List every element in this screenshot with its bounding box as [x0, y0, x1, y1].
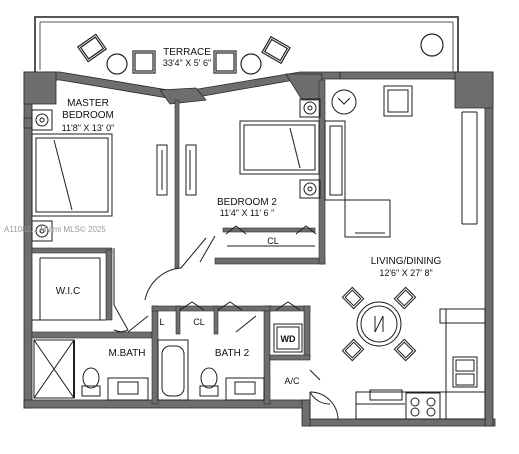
terrace-furniture [76, 33, 444, 75]
wic-label: W.I.C [56, 286, 80, 297]
master-bedroom-label-2: BEDROOM [62, 110, 114, 121]
sink-icon [452, 356, 478, 388]
lounge-chair-icon [213, 50, 237, 74]
stove-icon [405, 392, 441, 420]
bath2-label: BATH 2 [215, 348, 250, 359]
master-bed-icon [31, 133, 113, 217]
wall-outlines [32, 111, 478, 321]
terrace-area [34, 16, 459, 84]
bedroom2-door-icon [199, 235, 216, 263]
bath2-door-icon [235, 315, 257, 333]
bathtub-icon [157, 339, 189, 401]
coffee-table-icon [344, 199, 391, 238]
bedroom2-nightstand-icon [299, 98, 321, 199]
bath2-sink-icon [225, 377, 265, 401]
master-bedroom-label-1: MASTER [67, 98, 109, 109]
side-table-icon [240, 53, 262, 75]
ac-label: A/C [284, 376, 300, 386]
mbath-door-icon [127, 315, 149, 333]
wd-label: WD [281, 334, 296, 344]
wic-door-icon [113, 304, 129, 333]
armchair-icon [331, 85, 413, 117]
closet-sliding-doors [156, 144, 197, 196]
mbath-sink-icon [107, 377, 149, 401]
shower-icon [33, 339, 75, 399]
lounge-chair-icon [261, 35, 291, 65]
washer-dryer-icon [273, 301, 303, 353]
bedroom2-dims: 11'4" X 11' 6 " [220, 208, 275, 218]
terrace-label: TERRACE [163, 47, 211, 58]
living-label: LIVING/DINING [371, 256, 442, 267]
planter-icon [420, 33, 444, 57]
dining-table-icon [341, 286, 417, 362]
hall-closet-label: CL [193, 317, 205, 327]
fridge-icon [369, 389, 403, 401]
linen-label: L [159, 317, 164, 327]
mls-watermark: A11082... Miami MLS© 2025 [4, 225, 106, 234]
lounge-chair-icon [132, 50, 156, 74]
nightstand-lamp-icon [31, 109, 53, 242]
sofa-icon [324, 120, 346, 201]
toilet-icon [81, 367, 101, 397]
ac-door-icon [309, 369, 331, 418]
structural-columns [23, 71, 494, 129]
side-table-icon [106, 53, 128, 75]
terrace-dims: 33'4" X 5' 6" [163, 58, 211, 68]
bedroom2-closet-doors [225, 225, 317, 235]
bath2-toilet-icon [199, 367, 219, 397]
lounge-chair-icon [76, 33, 108, 63]
bedroom2-closet-label: CL [267, 236, 279, 246]
hall-closet-doors [179, 301, 243, 311]
master-door-icon [144, 237, 207, 301]
mbath-label: M.BATH [108, 348, 145, 359]
bedroom2-bed-icon [239, 120, 320, 175]
bedroom2-label: BEDROOM 2 [217, 197, 277, 208]
entry-door-icon [309, 391, 339, 421]
master-bedroom-dims: 11'8" X 13' 0" [62, 123, 115, 133]
living-dims: 12'6" X 27' 8" [379, 268, 432, 278]
